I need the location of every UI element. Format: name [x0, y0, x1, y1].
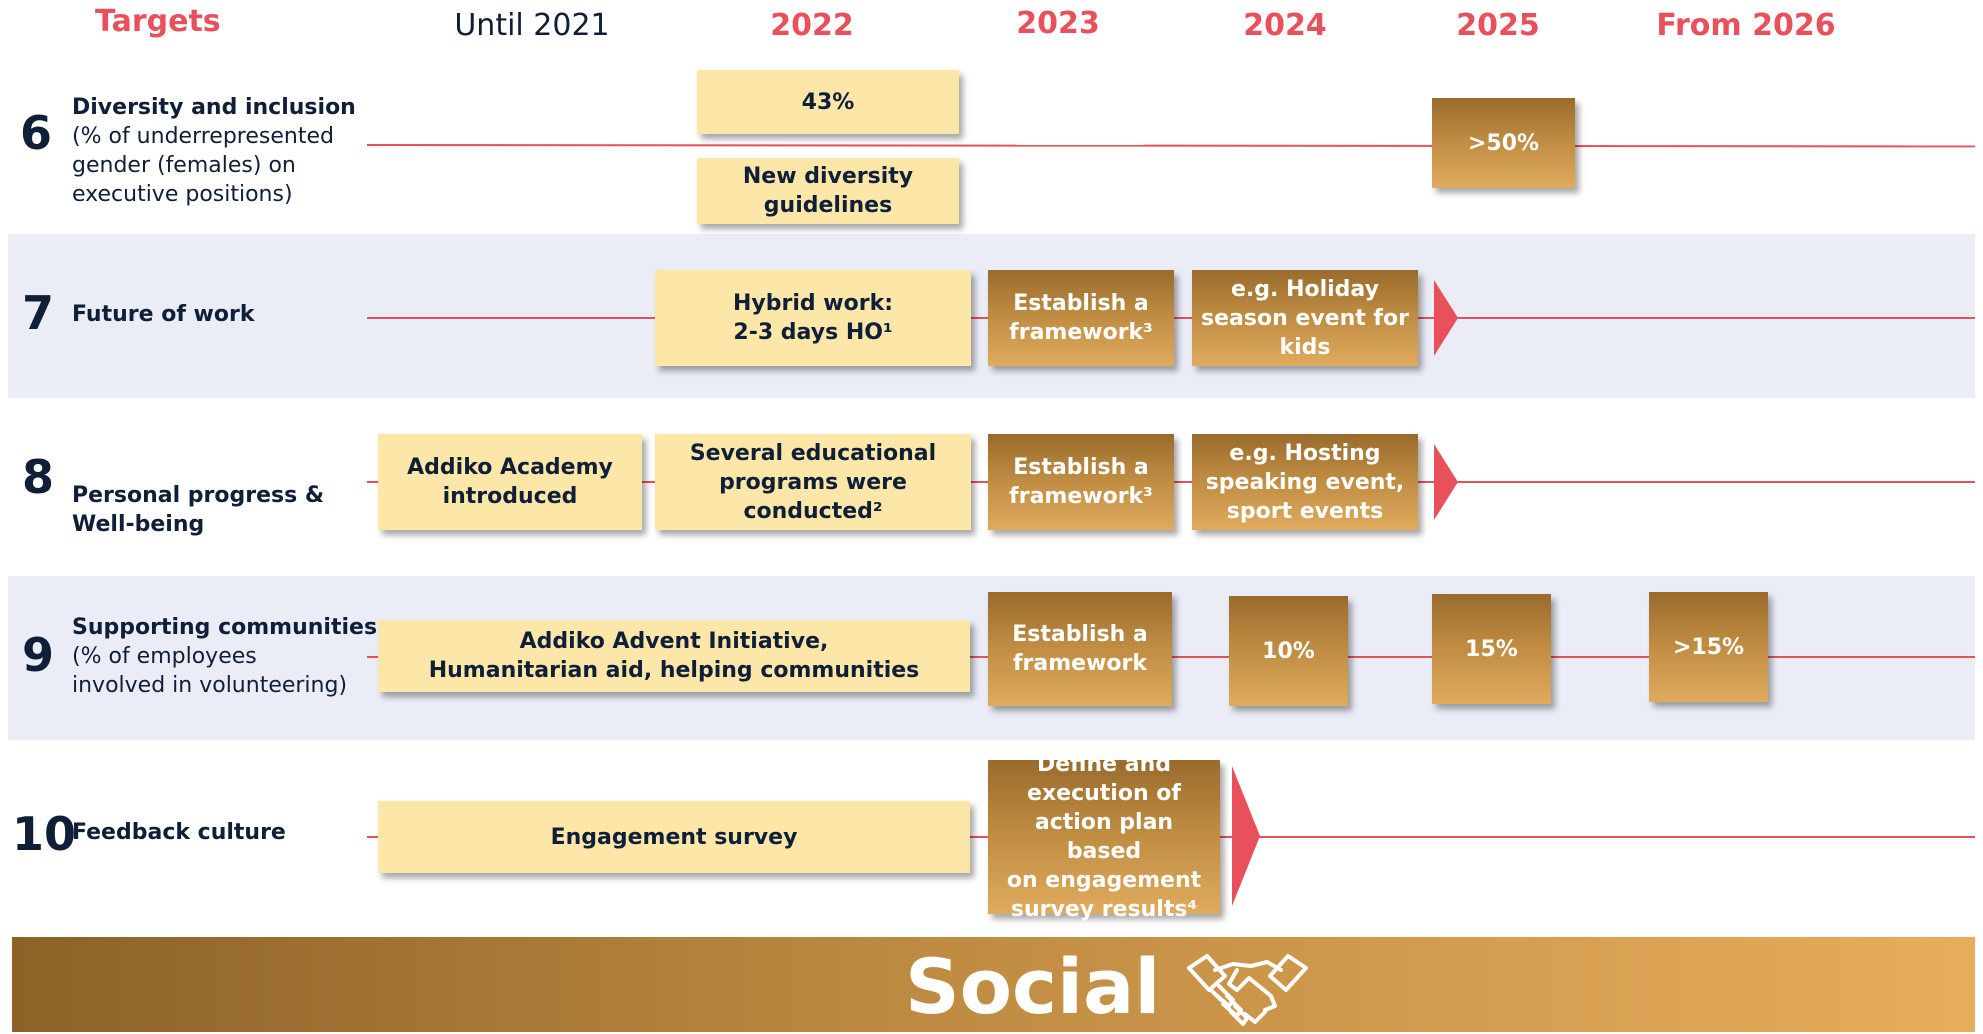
header-until-2021: Until 2021 — [454, 8, 610, 43]
row-10-title: Feedback culture — [72, 820, 286, 845]
row-9-number: 9 — [22, 628, 55, 682]
header-from-2026: From 2026 — [1656, 8, 1836, 43]
row-10-arrow — [1232, 766, 1260, 906]
row-6-number: 6 — [20, 106, 53, 160]
row-9-box-10pct: 10% — [1229, 596, 1348, 706]
row-9-box-initiative: Addiko Advent Initiative, Humanitarian a… — [378, 620, 970, 692]
header-2022: 2022 — [770, 8, 854, 43]
footer-banner — [12, 937, 1975, 1032]
row-6-title: Diversity and inclusion — [72, 95, 356, 120]
header-2024: 2024 — [1243, 8, 1327, 43]
row-6-timeline — [366, 144, 1976, 148]
row-6-box-43pct: 43% — [697, 70, 959, 134]
row-8-box-framework: Establish a framework³ — [988, 434, 1174, 530]
row-9-box-gt15pct: >15% — [1649, 592, 1768, 702]
row-7-title: Future of work — [72, 302, 255, 327]
row-8-label: Personal progress & Well-being — [72, 452, 372, 568]
row-8-title: Personal progress & Well-being — [72, 483, 325, 537]
row-8-number: 8 — [22, 450, 55, 504]
row-7-box-event: e.g. Holiday season event for kids — [1192, 270, 1418, 366]
row-7-arrow — [1434, 280, 1458, 356]
row-9-subtitle: (% of employees involved in volunteering… — [72, 644, 348, 698]
header-2025: 2025 — [1456, 8, 1540, 43]
row-9-title: Supporting communities — [72, 615, 378, 640]
row-9-box-framework: Establish a framework — [988, 592, 1172, 706]
row-6-subtitle: (% of underrepresented gender (females) … — [72, 124, 334, 207]
header-targets: Targets — [95, 4, 221, 39]
row-6-box-guidelines: New diversity guidelines — [697, 158, 959, 224]
row-10-box-action-plan: Define and execution of action plan base… — [988, 752, 1220, 922]
row-8-box-programs: Several educational programs were conduc… — [655, 434, 971, 530]
row-7-box-framework: Establish a framework³ — [988, 270, 1174, 366]
row-8-box-academy: Addiko Academy introduced — [378, 434, 642, 530]
row-9-label: Supporting communities (% of employees i… — [72, 613, 392, 700]
row-9-box-15pct: 15% — [1432, 594, 1551, 704]
row-10-label: Feedback culture — [72, 818, 372, 847]
row-8-box-event: e.g. Hosting speaking event, sport event… — [1192, 434, 1418, 530]
row-10-box-survey: Engagement survey — [378, 801, 970, 873]
row-6-box-target-2025: >50% — [1432, 98, 1575, 188]
header-2023: 2023 — [1016, 6, 1100, 41]
footer-title: Social — [905, 942, 1161, 1031]
row-7-label: Future of work — [72, 300, 372, 329]
handshake-icon — [1185, 950, 1310, 1030]
row-8-arrow — [1434, 444, 1458, 520]
row-7-box-hybrid: Hybrid work: 2-3 days HO¹ — [655, 270, 971, 366]
row-6-label: Diversity and inclusion (% of underrepre… — [72, 93, 372, 209]
row-7-number: 7 — [22, 286, 55, 340]
row-10-number: 10 — [12, 807, 77, 861]
